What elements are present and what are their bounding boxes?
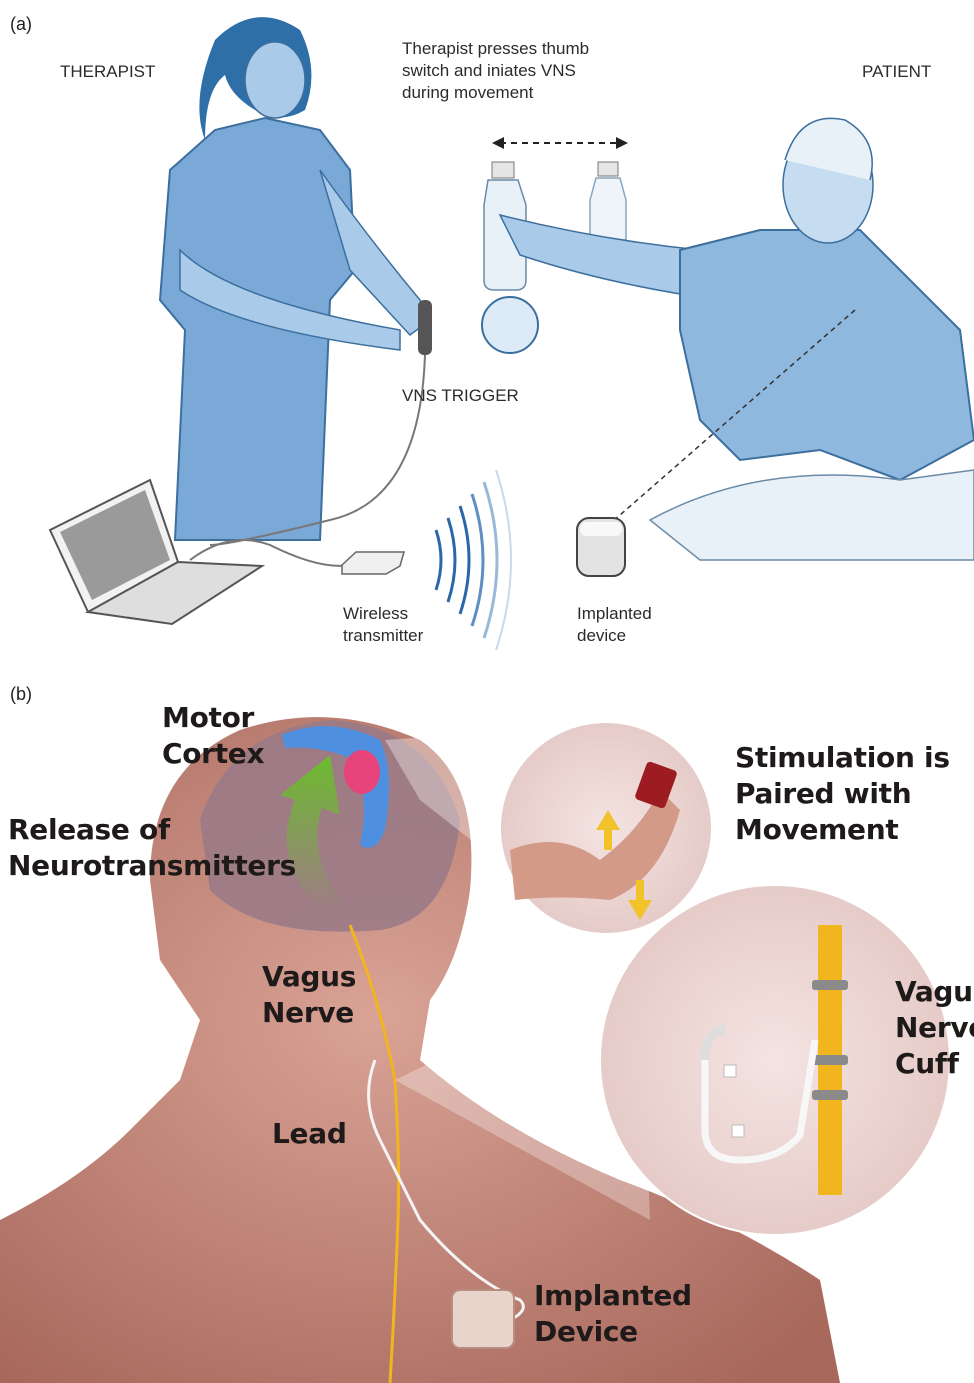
therapist-figure [160,17,430,540]
motor-cortex-label: Motor Cortex [162,700,264,772]
implant-icon [577,518,625,576]
lead-label: Lead [272,1116,347,1152]
ball-icon [482,297,538,353]
wireless-transmitter-label: Wireless transmitter [343,603,423,647]
therapist-label: THERAPIST [60,61,155,83]
implanted-device-label: Implanted device [577,603,652,647]
vagus-nerve-label: Vagus Nerve [262,959,356,1031]
cuff-label-clip: Vagus Nerve Cuff [895,974,974,1094]
therapist-caption: Therapist presses thumb switch and iniat… [402,38,589,104]
patient-label: PATIENT [862,61,931,83]
water-bottle-icon [590,162,626,240]
patient-figure [500,118,974,560]
implanted-device-b-label: Implanted Device [534,1278,692,1350]
wireless-waves-icon [436,470,511,650]
implant-icon [452,1290,514,1348]
release-label: Release of Neurotransmitters [8,812,296,884]
wireless-transmitter-icon [342,552,404,574]
vns-trigger-label: VNS TRIGGER [402,385,519,407]
stimulation-label: Stimulation is Paired with Movement [735,740,950,848]
vagus-nerve-cuff-label: Vagus Nerve Cuff [895,974,974,1082]
arrow-icon [492,137,628,149]
